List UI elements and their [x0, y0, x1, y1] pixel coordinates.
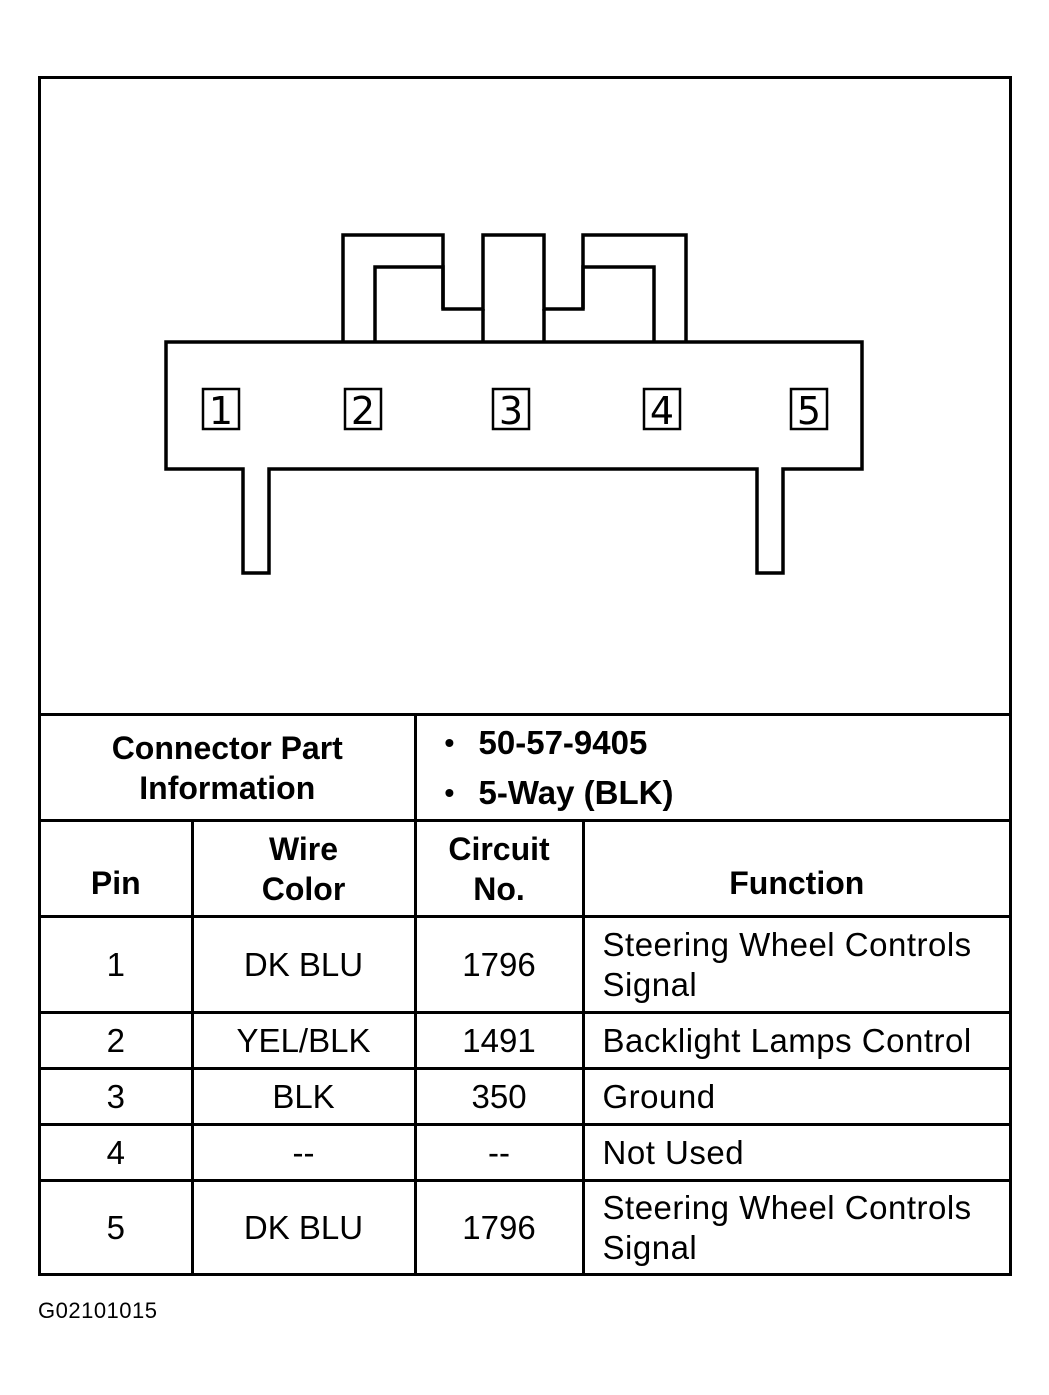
table-row: 2 YEL/BLK 1491 Backlight Lamps Control — [41, 1011, 1010, 1070]
table-row: 5 DK BLU 1796 Steering Wheel Controls Si… — [41, 1179, 1010, 1275]
pin-cavity-5: 5 — [789, 387, 829, 433]
circuit-cell: 1796 — [413, 915, 585, 1014]
function-line2: Signal — [602, 965, 698, 1003]
connector-pinout-table: Connector Part Information 50-57-9405 5-… — [41, 713, 1010, 1275]
pin-cavity-3: 3 — [491, 387, 531, 433]
part-info-values-cell: 50-57-9405 5-Way (BLK) — [413, 713, 1010, 822]
part-info-label: Connector Part Information — [41, 728, 414, 808]
function-cell: Ground — [581, 1067, 1010, 1126]
header-wire-color-line2: Color — [261, 870, 346, 907]
header-pin: Pin — [41, 819, 194, 918]
function-cell: Steering Wheel Controls Signal — [581, 1179, 1010, 1275]
connector-latch-inner — [373, 265, 656, 342]
table-row: 1 DK BLU 1796 Steering Wheel Controls Si… — [41, 915, 1010, 1014]
header-circuit: Circuit No. — [413, 819, 585, 918]
header-wire-color: Wire Color — [190, 819, 417, 918]
table-row: 3 BLK 350 Ground — [41, 1067, 1010, 1126]
connector-latch-outer — [341, 233, 688, 342]
wire-color-cell: DK BLU — [190, 1179, 417, 1275]
part-info-row: Connector Part Information 50-57-9405 5-… — [41, 713, 1010, 822]
pin-cell: 5 — [41, 1179, 194, 1275]
pin-cavity-2: 2 — [343, 387, 383, 433]
function-line2: Signal — [602, 1229, 698, 1267]
header-wire-color-line1: Wire — [268, 830, 339, 867]
column-header-row: Pin Wire Color Circuit No. Function — [41, 819, 1010, 918]
function-line1: Steering Wheel Controls — [602, 1189, 972, 1227]
pin-label-5: 5 — [797, 389, 821, 433]
circuit-cell: 1491 — [413, 1011, 585, 1070]
circuit-cell: -- — [413, 1123, 585, 1182]
part-info-label-line1: Connector Part — [111, 729, 343, 766]
wire-color-cell: BLK — [190, 1067, 417, 1126]
connector-body-outline — [164, 340, 864, 575]
part-info-list: 50-57-9405 5-Way (BLK) — [417, 718, 1010, 818]
wire-color-cell: -- — [190, 1123, 417, 1182]
figure-code: G02101015 — [38, 1298, 158, 1323]
pin-cell: 1 — [41, 915, 194, 1014]
function-cell: Not Used — [581, 1123, 1010, 1182]
wire-color-cell: DK BLU — [190, 915, 417, 1014]
pin-cell: 4 — [41, 1123, 194, 1182]
header-function: Function — [581, 819, 1010, 918]
pin-cavity-1: 1 — [201, 387, 241, 433]
function-cell: Steering Wheel Controls Signal — [581, 915, 1010, 1014]
header-circuit-line1: Circuit — [448, 830, 550, 867]
pin-cavity-4: 4 — [642, 387, 682, 433]
pin-label-3: 3 — [499, 389, 523, 433]
pin-cell: 3 — [41, 1067, 194, 1126]
part-info-label-line2: Information — [139, 769, 316, 806]
pin-label-2: 2 — [351, 389, 375, 433]
function-line1: Steering Wheel Controls — [602, 925, 972, 963]
pin-cell: 2 — [41, 1011, 194, 1070]
header-circuit-line2: No. — [473, 870, 525, 907]
function-cell: Backlight Lamps Control — [581, 1011, 1010, 1070]
table-row: 4 -- -- Not Used — [41, 1123, 1010, 1182]
connector-face-diagram: 1 2 3 4 5 — [164, 233, 864, 575]
pin-label-1: 1 — [209, 389, 233, 433]
part-number: 50-57-9405 — [445, 718, 1010, 768]
diagram-frame: 1 2 3 4 5 Connector Part — [38, 76, 1012, 1276]
pin-label-4: 4 — [650, 389, 674, 433]
part-info-label-cell: Connector Part Information — [41, 713, 417, 822]
circuit-cell: 1796 — [413, 1179, 585, 1275]
wire-color-cell: YEL/BLK — [190, 1011, 417, 1070]
part-description: 5-Way (BLK) — [445, 768, 1010, 818]
circuit-cell: 350 — [413, 1067, 585, 1126]
